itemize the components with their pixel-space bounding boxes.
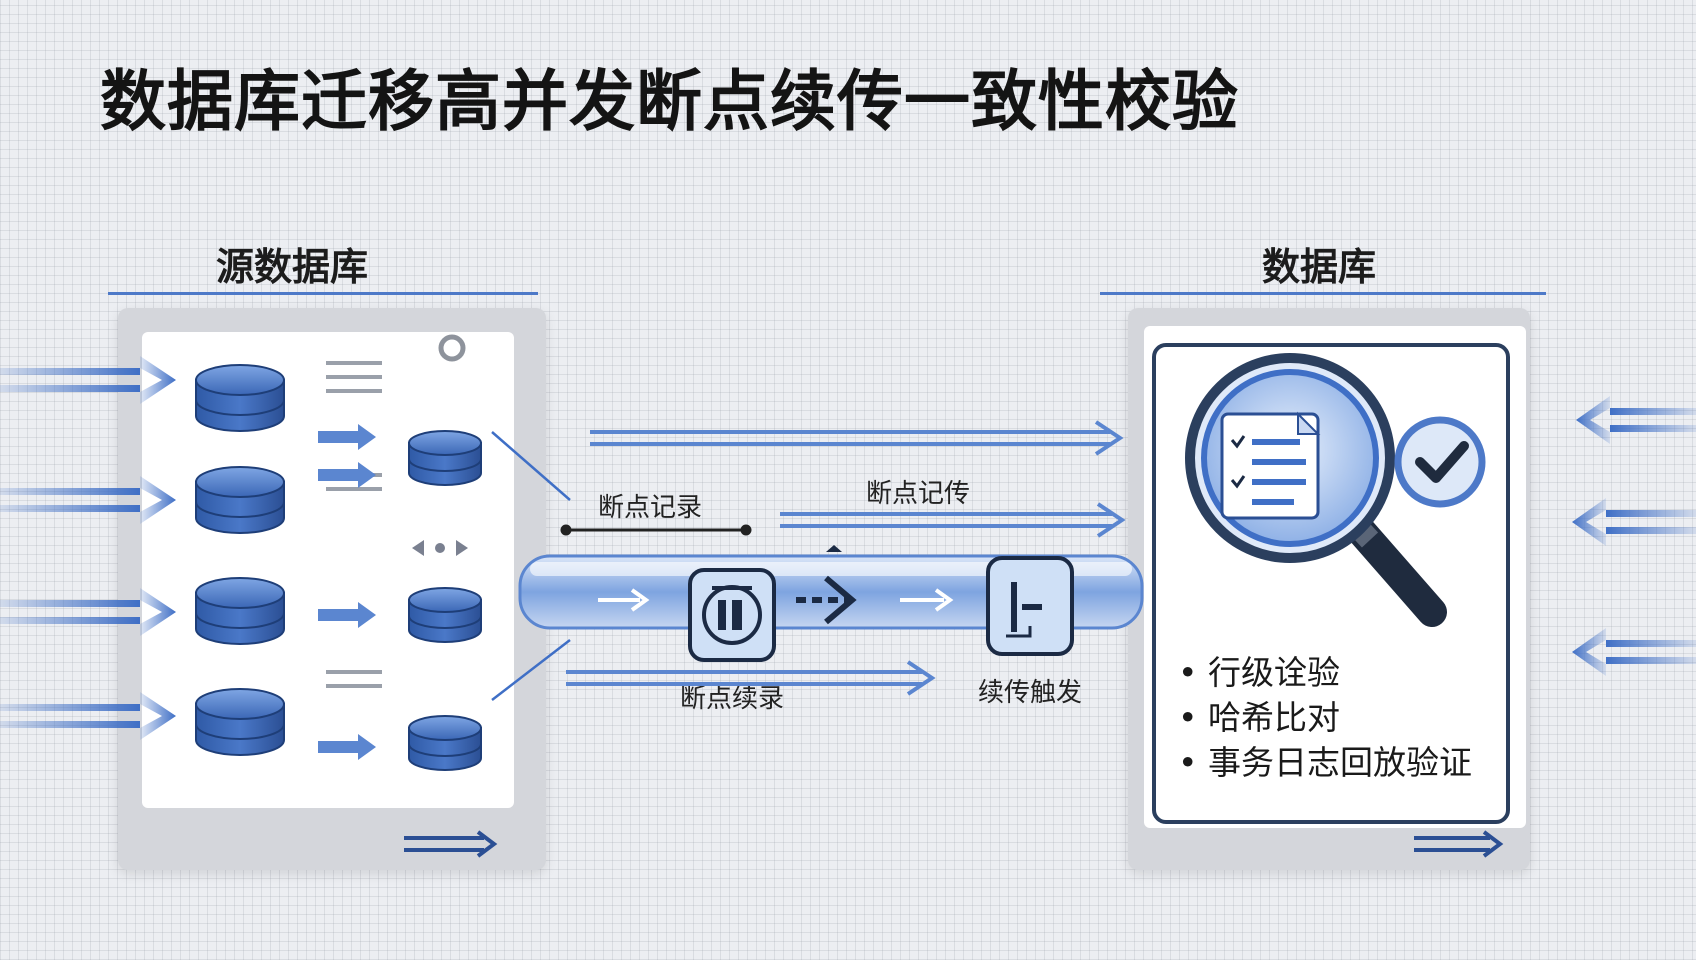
incoming-arrow-3 — [0, 588, 176, 636]
incoming-data-arrows — [0, 356, 176, 740]
resume-trigger-icon — [986, 556, 1074, 656]
target-panel-details — [1414, 830, 1504, 858]
check-method-txlog: 事务日志回放验证 — [1178, 740, 1472, 785]
checkpoint-record-label: 断点记录 — [598, 493, 703, 523]
transfer-arrow-middle — [780, 502, 1126, 538]
check-method-hash: 哈希比对 — [1178, 695, 1472, 740]
checkpoint-resume-label: 断点续录 — [680, 684, 785, 714]
outgoing-arrow-2 — [1572, 498, 1696, 546]
pipeline-direction-arrow — [796, 575, 857, 625]
incoming-arrow-2 — [0, 476, 176, 524]
check-circle-icon — [1394, 416, 1486, 508]
checkpoint-icon — [688, 568, 776, 662]
transfer-arrows — [566, 420, 1126, 696]
pipeline-flow-arrows — [598, 588, 954, 612]
transfer-arrow-top — [590, 420, 1124, 456]
database-icon — [408, 430, 482, 486]
transfer-arrow-bottom — [566, 660, 936, 696]
inner-flow-arrows — [318, 424, 376, 760]
outgoing-arrow-1 — [1576, 396, 1696, 444]
target-db-heading: 数据库 — [1262, 245, 1377, 289]
database-icon — [195, 466, 285, 534]
database-icon — [408, 715, 482, 771]
incoming-arrow-4 — [0, 692, 176, 740]
menu-lines-icon — [326, 361, 382, 688]
database-icon — [408, 587, 482, 643]
outgoing-arrow-3 — [1572, 628, 1696, 676]
source-footer-arrow — [404, 830, 498, 858]
check-method-list: 行级诠验 哈希比对 事务日志回放验证 — [1178, 650, 1472, 785]
resume-trigger-label: 续传触发 — [978, 678, 1083, 708]
source-panel-details — [318, 334, 498, 858]
target-heading-rule — [1100, 292, 1546, 295]
database-icon — [195, 688, 285, 756]
page-title: 数据库迁移高并发断点续传一致性校验 — [100, 63, 1239, 140]
database-icon — [195, 577, 285, 645]
connector-lines — [491, 431, 571, 701]
outgoing-data-arrows — [1572, 396, 1696, 676]
sync-arrows-icon — [412, 540, 468, 556]
checkpoint-record-marker — [560, 524, 752, 536]
source-databases — [195, 364, 482, 771]
database-icon — [195, 364, 285, 432]
source-heading-rule — [108, 292, 538, 295]
panel-screw-icon — [438, 334, 466, 362]
document-icon — [1220, 411, 1321, 520]
target-footer-arrow — [1414, 830, 1504, 858]
incoming-arrow-1 — [0, 356, 176, 404]
checkpoint-transfer-label: 断点记传 — [866, 479, 971, 509]
source-db-heading: 源数据库 — [216, 245, 369, 289]
check-method-row-level: 行级诠验 — [1178, 650, 1472, 695]
